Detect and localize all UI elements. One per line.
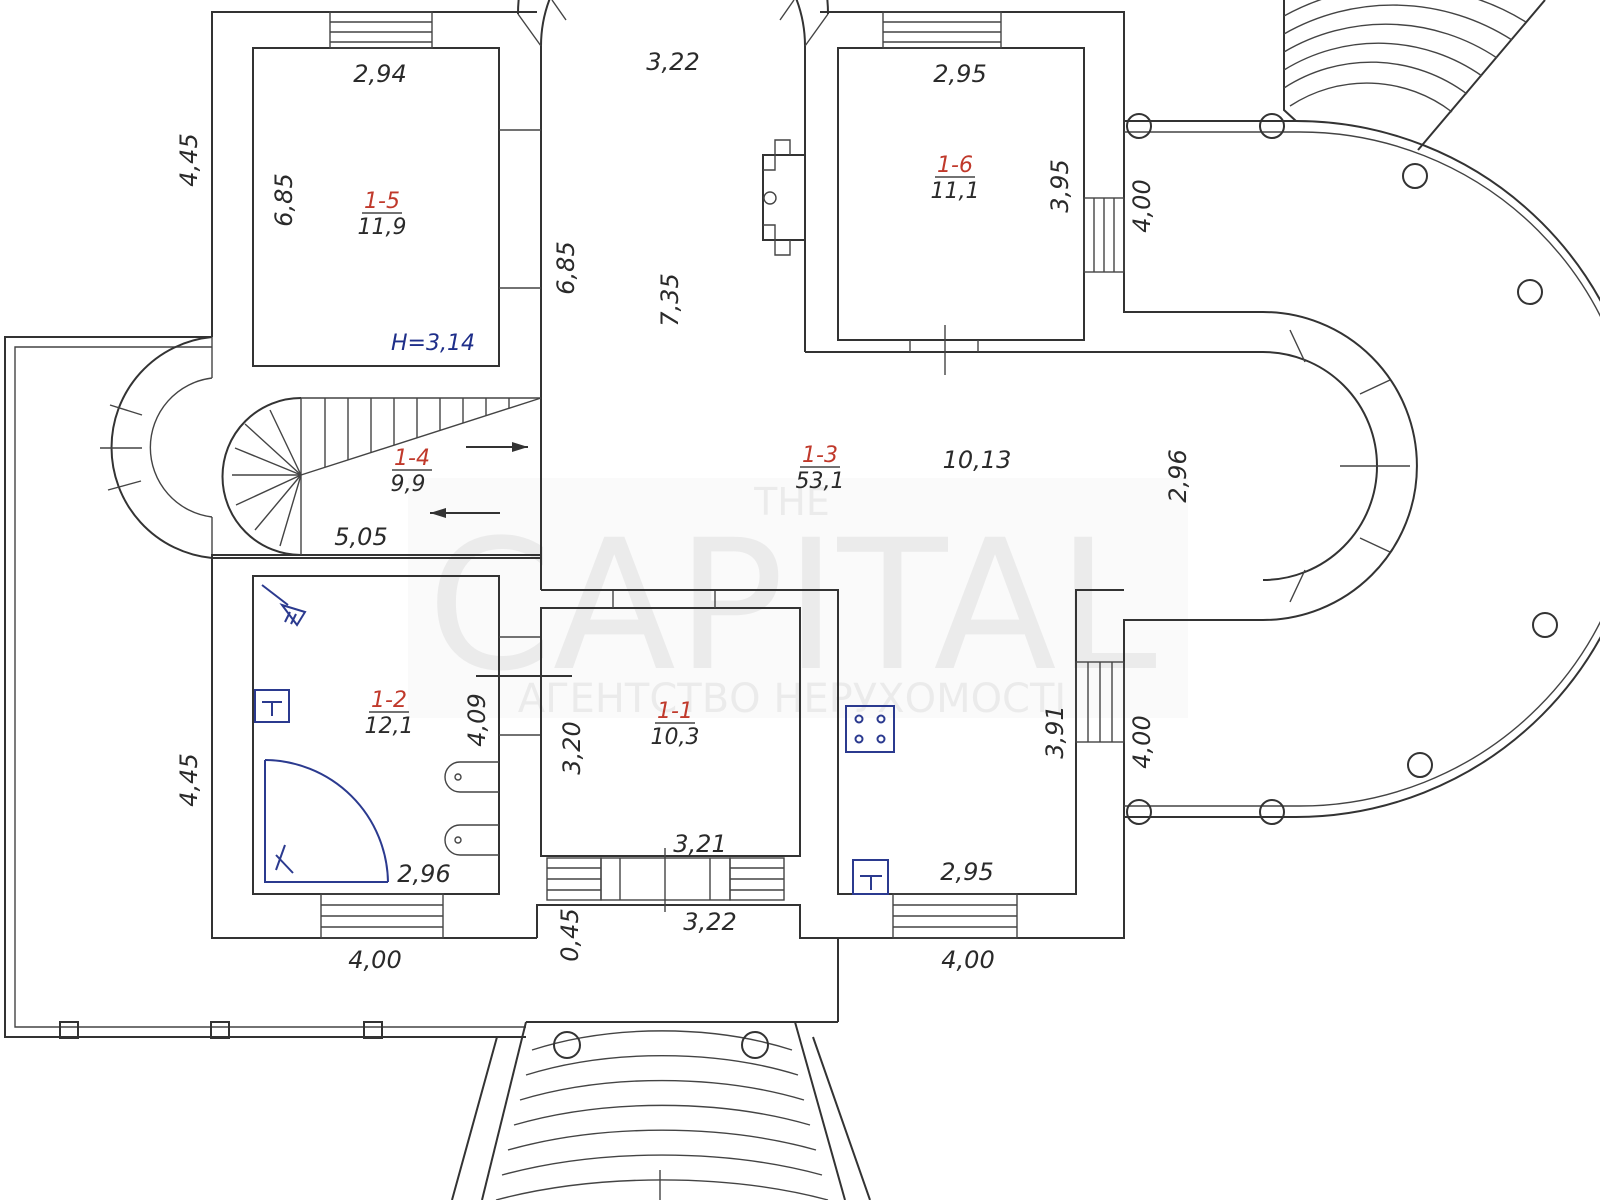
dim-3-22-bottom: 3,22 [683,908,736,936]
room-1-2-area: 12,1 [365,714,414,739]
dim-2-95-top: 2,95 [933,60,986,88]
room-1-4-id: 1-4 [394,446,430,471]
dim-3-22-top: 3,22 [646,48,699,76]
room-1-5 [252,11,541,367]
dim-7-35: 7,35 [656,273,684,326]
room-1-3-area: 53,1 [796,469,845,494]
watermark-top: THE [753,480,830,524]
top-right-steps [1283,0,1546,151]
dim-2-96-bottom: 2,96 [397,860,450,888]
room-1-4-area: 9,9 [391,472,426,497]
dim-0-45: 0,45 [556,908,584,961]
room-1-1 [540,589,839,912]
dim-2-95-bottom: 2,95 [940,858,993,886]
dim-3-95: 3,95 [1046,159,1074,212]
room-1-6-area: 11,1 [931,179,980,204]
right-terrace [1124,113,1600,825]
room-1-6 [762,11,1263,375]
room-1-2 [252,575,572,939]
dim-3-20: 3,20 [558,721,586,774]
dim-4-00-right-top: 4,00 [1128,179,1156,232]
dim-4-45-bottom: 4,45 [175,753,203,806]
staircase-1-4 [100,336,542,559]
dim-4-00-bottom-right: 4,00 [941,946,994,974]
dim-4-00-right-bottom: 4,00 [1128,715,1156,768]
dim-4-00-bottom-left: 4,00 [348,946,401,974]
dim-10-13: 10,13 [943,446,1012,474]
dim-6-85-left: 6,85 [270,173,298,226]
dim-4-09: 4,09 [463,693,491,746]
room-1-2-id: 1-2 [371,688,407,713]
dim-4-45-top: 4,45 [175,133,203,186]
terrace-outline [4,336,526,1039]
dim-6-85-mid: 6,85 [552,241,580,294]
dim-3-21: 3,21 [673,830,726,858]
watermark: THE CAPITAL АГЕНТСТВО НЕРУХОМОСТІ [408,478,1188,722]
room-1-1-id: 1-1 [657,699,693,724]
dim-3-91: 3,91 [1041,705,1069,758]
dim-5-05: 5,05 [334,523,387,551]
watermark-sub: АГЕНТСТВО НЕРУХОМОСТІ [518,676,1066,722]
entrance-steps [451,1021,871,1200]
dim-2-96-right: 2,96 [1164,449,1192,502]
room-labels: 1-5 11,9 1-6 11,1 1-3 53,1 1-4 9,9 1-2 1… [358,153,980,750]
dim-2-94: 2,94 [353,60,406,88]
room-1-6-id: 1-6 [937,153,973,178]
top-bay [517,0,829,590]
right-bay [1262,311,1418,621]
ceiling-height-label: H=3,14 [391,331,475,356]
dimension-labels: 2,94 3,22 2,95 4,45 6,85 6,85 7,35 3,95 … [175,48,1192,974]
kitchen-area [837,589,1125,939]
room-1-5-area: 11,9 [358,215,407,240]
room-1-5-id: 1-5 [364,189,400,214]
room-1-3-id: 1-3 [802,443,838,468]
room-1-1-area: 10,3 [651,725,700,750]
